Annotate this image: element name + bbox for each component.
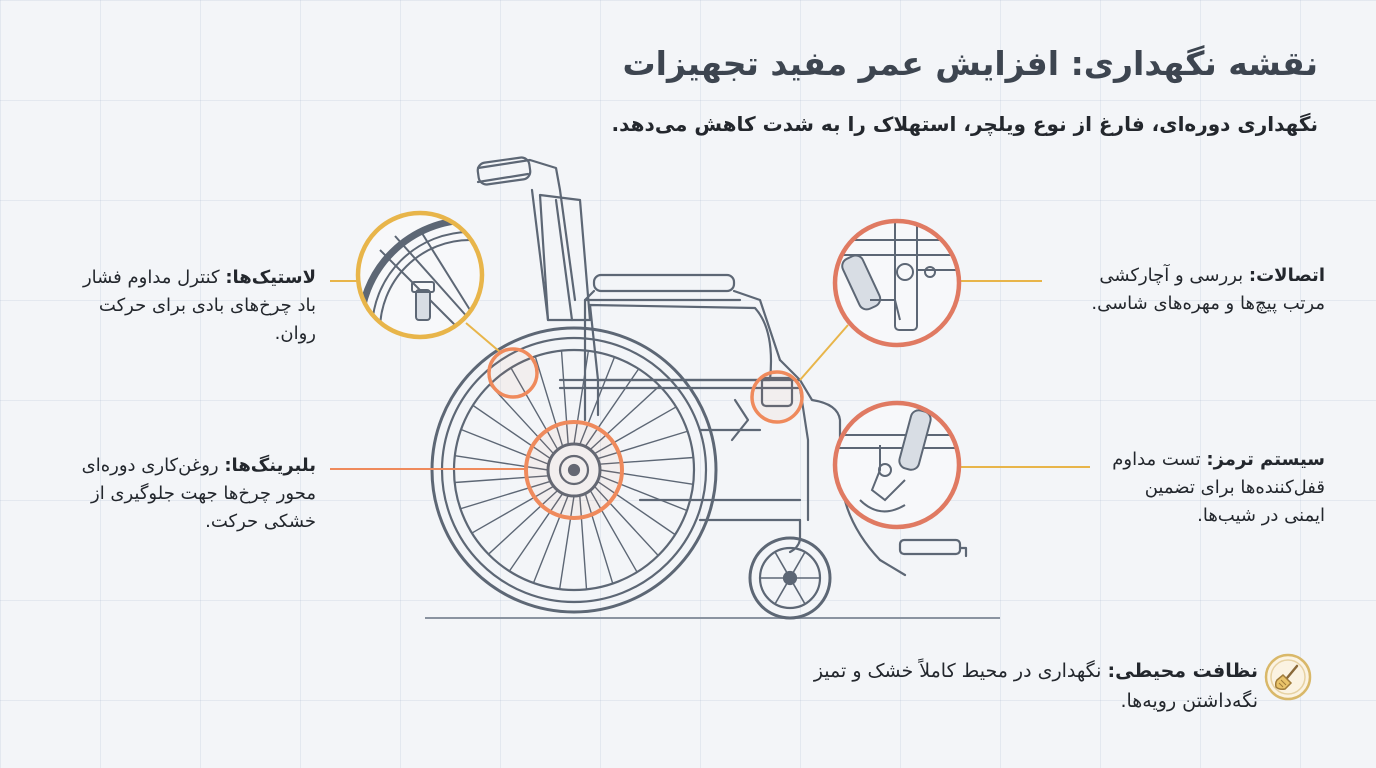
page-title: نقشه نگهداری: افزایش عمر مفید تجهیزات [622,44,1319,83]
caster-spoke [774,582,788,605]
wheel-spoke [584,368,640,448]
wheel-spoke [508,492,564,572]
callout-joints-label: اتصالات: [1248,265,1325,286]
callout-bearings-text: روغن‌کاری دوره‌ای محور چرخ‌ها جهت جلوگیر… [81,455,316,532]
wheel-spoke [560,349,569,446]
wheelchair-line-art [430,156,968,620]
wheel-spoke [459,480,552,510]
callout-tires: لاستیک‌ها: کنترل مداوم فشار باد چرخ‌های … [66,264,316,348]
wheel-spoke [472,404,552,460]
wheel-spoke [589,385,661,451]
joint-spot-marker [750,370,804,424]
wheel-spoke [454,454,549,471]
callout-brakes: سیستم ترمز: تست مداوم قفل‌کننده‌ها برای … [1100,446,1325,530]
callout-environment: نظافت محیطی: نگهداری در محیط کاملاً خشک … [798,656,1258,716]
callout-environment-text: نگهداری در محیط کاملاً خشک و تمیز نگه‌دا… [813,660,1258,712]
wheel-spoke [510,367,559,451]
wheel-spoke [487,489,559,555]
wheel-spoke [534,355,564,448]
callout-brakes-text: تست مداوم قفل‌کننده‌ها برای تضمین ایمنی … [1112,449,1325,526]
caster-spoke [792,551,806,574]
caster-spoke [792,582,806,605]
broom-icon [1264,653,1312,701]
tire-spot-marker [487,347,539,399]
wheel-spoke [599,469,694,486]
wheel-spoke [593,485,659,557]
callout-joints-text: بررسی و آچارکشی مرتب پیچ‌ها و مهره‌های ش… [1091,265,1325,314]
callout-tires-text: کنترل مداوم فشار باد چرخ‌های بادی برای ح… [82,267,316,344]
wheel-spoke [596,480,676,536]
tires-connector [330,280,501,353]
caster-wheel-spokes [759,551,821,605]
wheel-spoke [453,475,550,484]
wheel-spoke [598,475,688,512]
caster-spoke [774,551,788,574]
rear-wheel-spokes [453,349,695,591]
wheel-spoke [598,456,695,465]
wheel-spoke [532,494,569,584]
bearings-magnifier [524,420,624,520]
wheel-spoke [579,494,588,591]
joints-connector [799,280,1042,381]
wheel-spoke [558,495,575,590]
brake-lever-icon [832,400,962,530]
callout-bearings-label: بلبرینگ‌ها: [224,455,316,476]
bolt-joint-icon [832,218,962,348]
callout-brakes-label: سیستم ترمز: [1206,449,1325,470]
wheel-spoke [589,489,638,573]
callout-joints: اتصالات: بررسی و آچارکشی مرتب پیچ‌ها و م… [1055,262,1325,318]
wheel-spoke [593,406,677,455]
page-subtitle: نگهداری دوره‌ای، فارغ از نوع ویلچر، استه… [611,112,1318,136]
wheel-spoke [584,492,614,585]
wheel-spoke [471,485,555,534]
wheel-spoke [460,428,550,465]
callout-tires-label: لاستیک‌ها: [225,267,316,288]
wheel-spoke [596,430,689,460]
callout-bearings: بلبرینگ‌ها: روغن‌کاری دوره‌ای محور چرخ‌ه… [66,452,316,536]
wheel-spoke [489,383,555,455]
callout-environment-label: نظافت محیطی: [1107,660,1259,682]
